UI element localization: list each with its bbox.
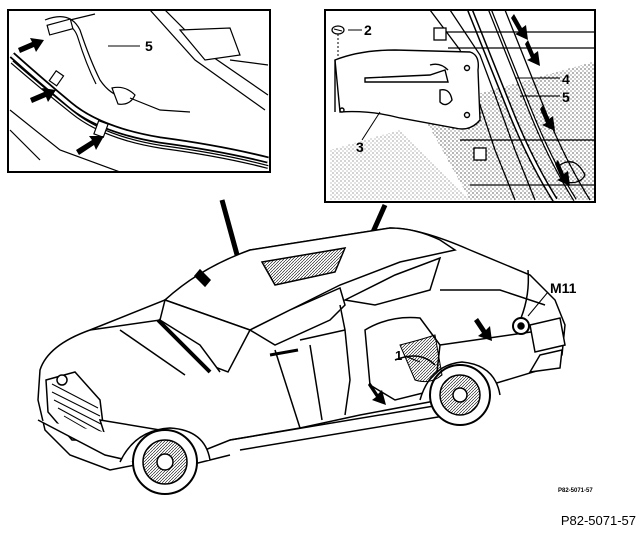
callout-5-left: 5 — [145, 38, 153, 54]
arrow-icon — [30, 88, 56, 103]
arrow-icon — [368, 382, 386, 405]
callout-3: 3 — [356, 139, 364, 155]
callout-1: 1 — [395, 348, 402, 363]
car-arrows — [368, 318, 492, 405]
inset-right-arrows — [511, 14, 570, 186]
arrow-icon — [525, 40, 540, 66]
arrow-icon — [555, 160, 570, 186]
inset-right: 2 4 5 3 — [324, 9, 596, 203]
callout-2: 2 — [364, 22, 372, 38]
callout-4: 4 — [562, 71, 570, 87]
callout-5-right: 5 — [562, 89, 570, 105]
drawing-code: P82-5071-57 — [558, 488, 593, 494]
reference-number: P82-5071-57 — [560, 513, 636, 528]
cover-plate — [334, 49, 481, 130]
arrow-icon — [18, 38, 44, 53]
car-leaders — [404, 291, 549, 363]
arrow-icon — [76, 136, 104, 155]
inset-left: 5 — [7, 9, 271, 173]
inset-right-leaders — [348, 29, 560, 141]
arrow-icon — [511, 14, 528, 40]
callout-m11: M11 — [550, 280, 577, 296]
screw-icon — [331, 25, 345, 58]
car-illustration — [37, 227, 566, 495]
inset-left-arrows — [18, 38, 104, 155]
arrow-icon — [474, 318, 492, 341]
arrow-icon — [540, 105, 555, 131]
